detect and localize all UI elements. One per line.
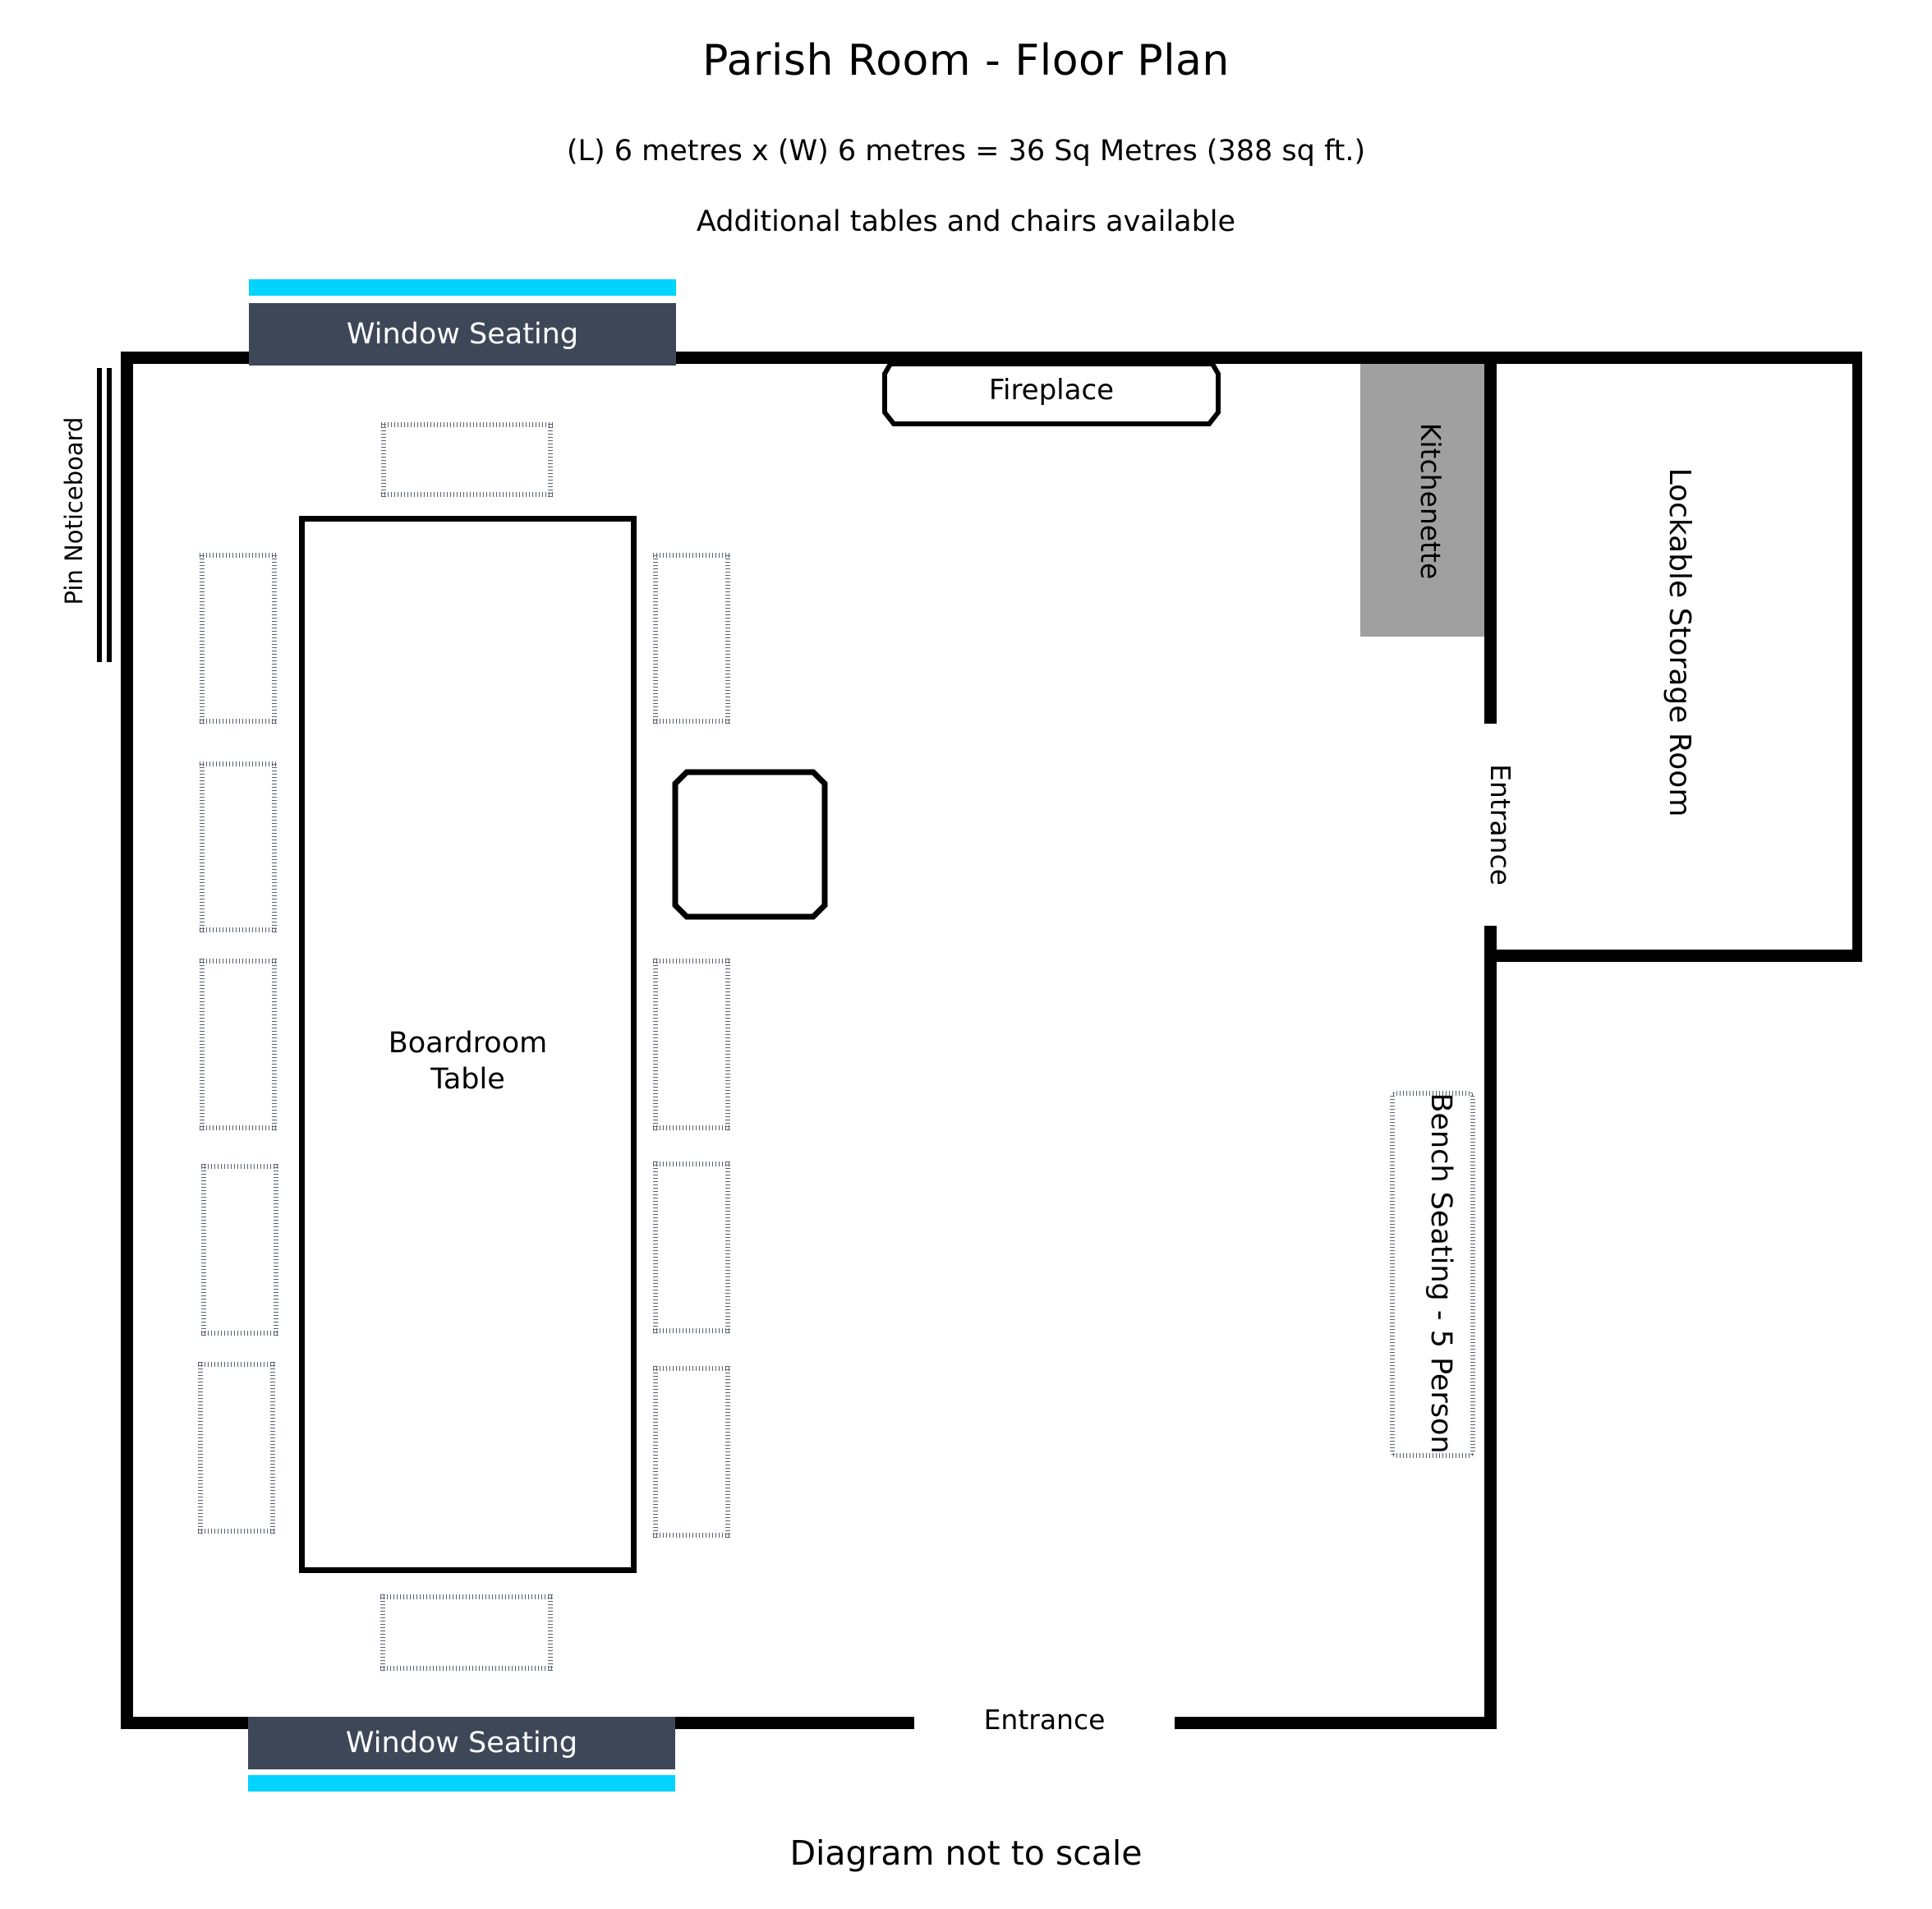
wall-left — [121, 352, 133, 1729]
wall-top — [674, 352, 1862, 364]
wall-right-upper — [1484, 352, 1497, 724]
chair-right-3 — [653, 1162, 730, 1333]
storage-room-label: Lockable Storage Room — [1663, 467, 1697, 817]
storage-wall-right — [1852, 352, 1862, 962]
boardroom-table: Boardroom Table — [299, 516, 637, 1573]
chair-left-3 — [200, 959, 277, 1130]
window-bottom — [248, 1775, 675, 1792]
boardroom-table-label: Boardroom Table — [388, 1026, 548, 1096]
kitchenette — [1360, 364, 1484, 637]
wall-top-left — [121, 352, 252, 364]
window-seating-bottom: Window Seating — [248, 1717, 675, 1769]
bench-seating-label: Bench Seating - 5 Person — [1424, 1092, 1457, 1454]
page-title: Parish Room - Floor Plan — [702, 36, 1230, 85]
window-seating-top: Window Seating — [249, 303, 676, 366]
additional-furniture-note: Additional tables and chairs available — [696, 205, 1236, 238]
fireplace — [882, 361, 1221, 426]
window-top — [249, 279, 676, 296]
wall-right-lower — [1484, 926, 1497, 1729]
chair-right-4 — [653, 1366, 730, 1538]
side-table — [672, 769, 828, 920]
chair-right-1 — [653, 553, 730, 724]
chair-left-2 — [200, 761, 277, 932]
main-entrance: Entrance — [983, 1704, 1106, 1736]
noticeboard-line — [97, 368, 102, 662]
chair-left-5 — [198, 1362, 275, 1534]
bench-seating — [1390, 1091, 1475, 1458]
chair-right-2 — [653, 959, 730, 1130]
chair-top — [381, 422, 553, 497]
storage-wall-bottom — [1484, 950, 1862, 962]
room-dimensions: (L) 6 metres x (W) 6 metres = 36 Sq Metr… — [566, 135, 1366, 168]
scale-disclaimer: Diagram not to scale — [789, 1833, 1143, 1873]
storage-entrance-label: Entrance — [1484, 764, 1517, 886]
chair-left-4 — [201, 1164, 278, 1336]
chair-bottom — [380, 1594, 553, 1671]
noticeboard-label: Pin Noticeboard — [60, 416, 88, 605]
wall-bottom-right — [1175, 1717, 1497, 1729]
chair-left-1 — [200, 553, 277, 724]
kitchenette-label: Kitchenette — [1414, 422, 1447, 580]
noticeboard-line — [107, 368, 112, 662]
fireplace-label: Fireplace — [988, 374, 1115, 407]
